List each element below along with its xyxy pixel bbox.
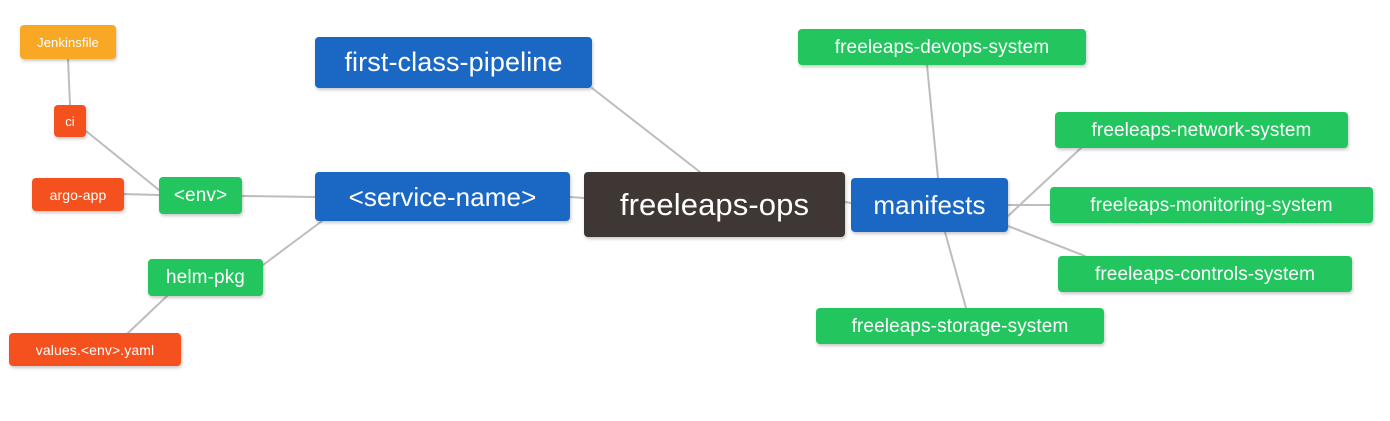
- node-jenkinsfile[interactable]: Jenkinsfile: [20, 25, 116, 59]
- node-service-name[interactable]: <service-name>: [315, 172, 570, 221]
- edge-env-to-service-name: [241, 195, 316, 198]
- node-ci[interactable]: ci: [54, 105, 86, 137]
- edge-first-class-to-freeleaps-ops: [591, 87, 701, 173]
- node-manifests[interactable]: manifests: [851, 178, 1008, 232]
- node-freeleaps-ops[interactable]: freeleaps-ops: [584, 172, 845, 237]
- node-env[interactable]: <env>: [159, 177, 242, 214]
- node-first-class[interactable]: first-class-pipeline: [315, 37, 592, 88]
- edge-jenkinsfile-to-ci: [67, 58, 71, 106]
- node-devops-system[interactable]: freeleaps-devops-system: [798, 29, 1086, 65]
- edge-values-yaml-to-helm-pkg: [127, 295, 168, 334]
- node-network-system[interactable]: freeleaps-network-system: [1055, 112, 1348, 148]
- node-monitoring-sys[interactable]: freeleaps-monitoring-system: [1050, 187, 1373, 223]
- node-storage-system[interactable]: freeleaps-storage-system: [816, 308, 1104, 344]
- edge-helm-pkg-to-service-name: [262, 220, 323, 266]
- edge-service-name-to-freeleaps-ops: [569, 196, 585, 199]
- node-controls-system[interactable]: freeleaps-controls-system: [1058, 256, 1352, 292]
- edge-manifests-to-controls-system: [1007, 225, 1086, 257]
- edge-manifests-to-devops-system: [926, 64, 939, 179]
- node-argo-app[interactable]: argo-app: [32, 178, 124, 211]
- edge-argo-app-to-env: [123, 193, 160, 196]
- node-values-yaml[interactable]: values.<env>.yaml: [9, 333, 181, 366]
- edge-manifests-to-storage-system: [944, 231, 967, 309]
- node-helm-pkg[interactable]: helm-pkg: [148, 259, 263, 296]
